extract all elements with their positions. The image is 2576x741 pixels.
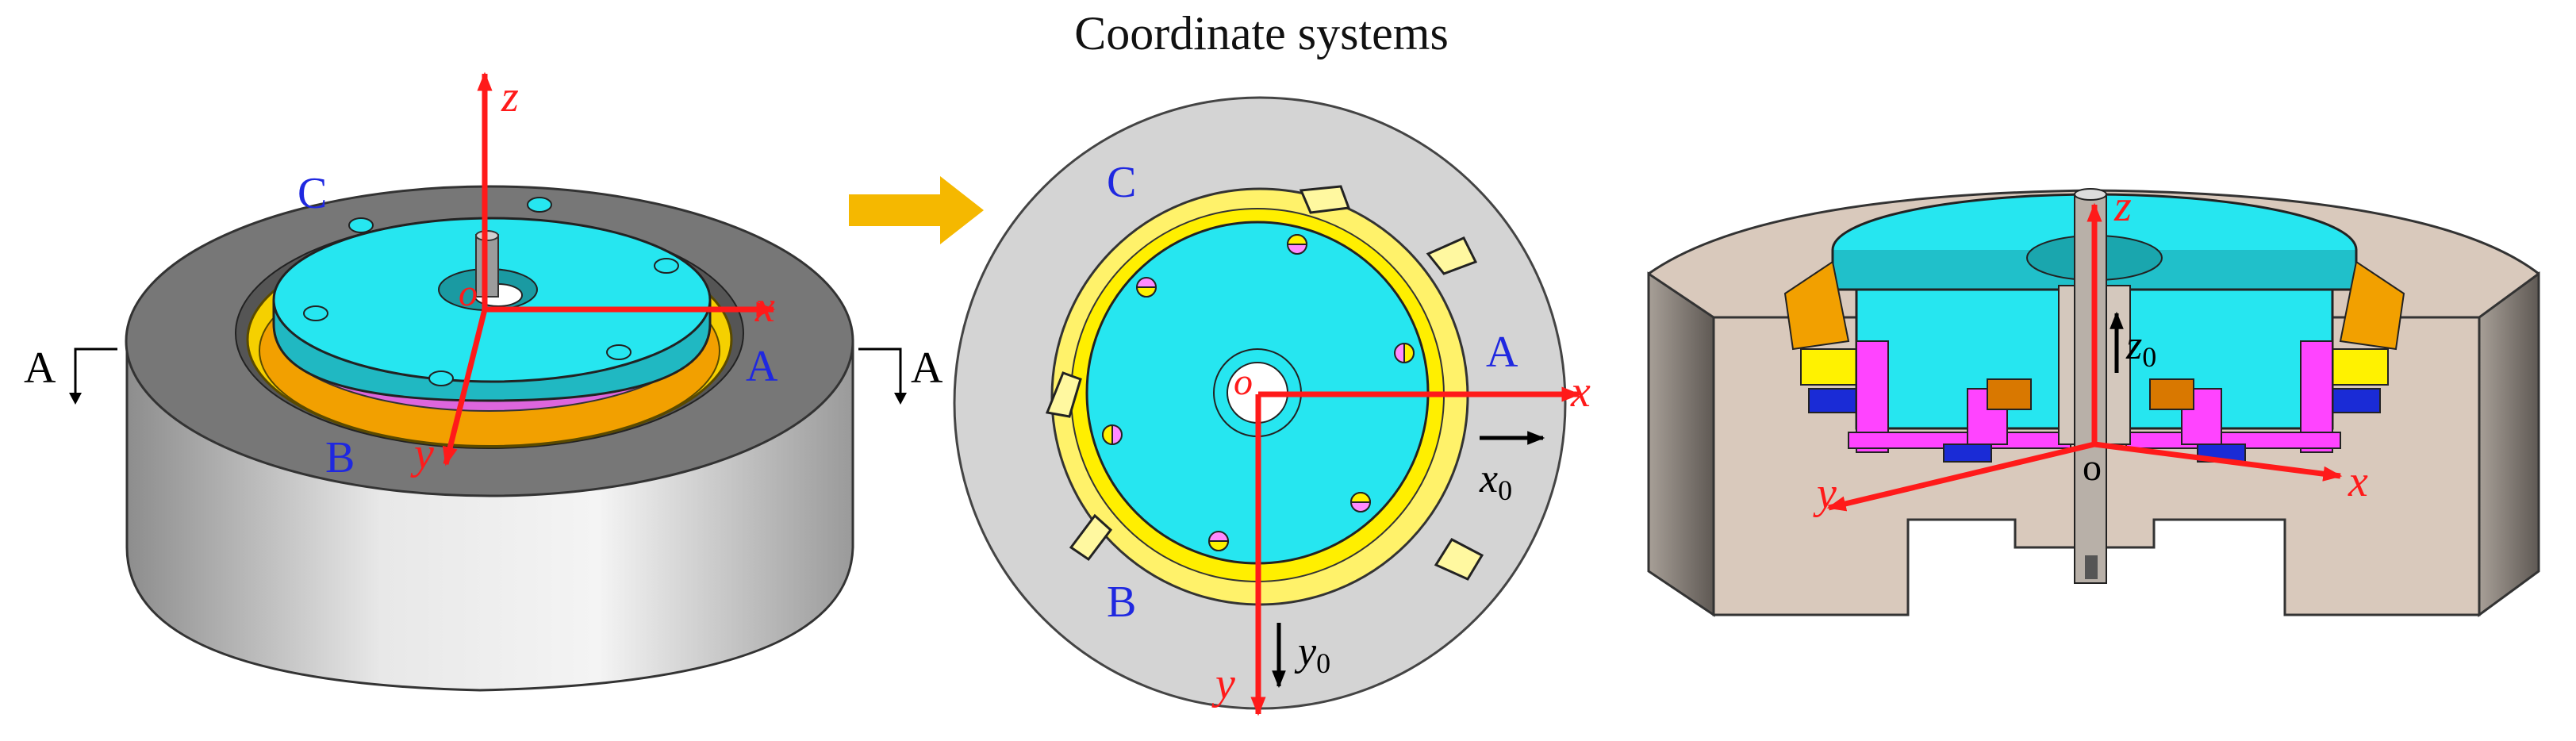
coil-right xyxy=(2149,378,2194,410)
x0-label: x0 xyxy=(1479,456,1512,506)
housing-left-side xyxy=(1647,271,1715,617)
y-axis xyxy=(1826,441,2095,512)
figure-title: Coordinate systems xyxy=(1074,7,1449,60)
label-a: A xyxy=(746,342,778,391)
coil-left xyxy=(1987,378,2032,410)
pins xyxy=(1102,234,1415,551)
svg-text:A: A xyxy=(24,344,56,393)
z-axis-label: z xyxy=(501,72,519,121)
magenta-parts xyxy=(1848,340,2341,453)
z0-label: z0 xyxy=(2125,323,2156,373)
ring-slots xyxy=(1045,185,1484,581)
right-panel: z x y o z0 xyxy=(1647,182,2540,617)
x-axis-label: x xyxy=(754,282,775,332)
section-mark-left: A xyxy=(24,344,117,405)
transition-arrow xyxy=(849,176,984,244)
orange-flank-left xyxy=(1783,260,1850,351)
y-axis-label: y xyxy=(1211,659,1235,708)
y-axis xyxy=(442,309,488,466)
shaft xyxy=(2074,194,2107,584)
middle-panel: x y o C A B x0 y0 xyxy=(953,96,1591,716)
x-axis-label: x xyxy=(1570,367,1591,417)
label-c: C xyxy=(1107,158,1136,207)
shaft-thread xyxy=(2085,555,2098,579)
label-a: A xyxy=(1486,328,1518,377)
origin-label: o xyxy=(459,272,478,314)
label-c: C xyxy=(298,169,327,218)
y0-label: y0 xyxy=(1294,629,1330,679)
x-axis-label: x xyxy=(2348,457,2368,506)
y-axis-label: y xyxy=(1813,469,1837,518)
y-axis-label: y xyxy=(410,429,434,478)
label-b: B xyxy=(1107,578,1136,627)
z-axis-label: z xyxy=(2113,182,2132,231)
x-axis xyxy=(2094,441,2343,482)
orange-flank-right xyxy=(2339,260,2405,351)
left-panel: z x y o C A B A A xyxy=(24,71,943,692)
svg-text:A: A xyxy=(911,344,943,393)
label-b: B xyxy=(325,433,355,482)
section-mark-right: A xyxy=(858,344,943,405)
origin-label: o xyxy=(2083,447,2102,489)
plate-holes xyxy=(303,197,679,386)
origin-label: o xyxy=(1234,361,1253,403)
housing-right-side xyxy=(2478,271,2540,617)
